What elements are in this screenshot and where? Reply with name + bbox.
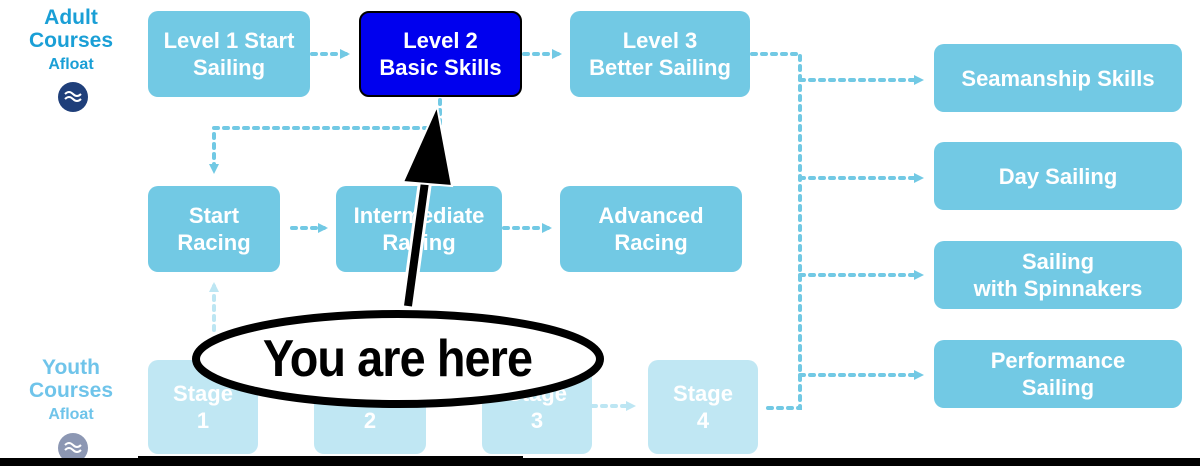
adult-label-line1: Adult: [44, 6, 98, 29]
divider: [138, 456, 523, 459]
course-day-sailing[interactable]: Day Sailing: [934, 142, 1182, 210]
waves-icon: [58, 82, 88, 112]
course-advanced-racing[interactable]: Advanced Racing: [560, 186, 742, 272]
course-start-racing[interactable]: Start Racing: [148, 186, 280, 272]
course-level-2-current[interactable]: Level 2 Basic Skills: [359, 11, 522, 97]
youth-label-line2: Courses: [28, 379, 114, 403]
you-are-here-label: You are here: [262, 330, 533, 388]
course-seamanship-skills[interactable]: Seamanship Skills: [934, 44, 1182, 112]
youth-courses-label: Youth Courses Afloat: [14, 356, 128, 424]
adult-courses-label: Adult Courses Afloat: [14, 6, 128, 74]
course-performance-sailing[interactable]: Performance Sailing: [934, 340, 1182, 408]
youth-stage-1[interactable]: Stage 1: [148, 360, 258, 454]
callout-bubble: [192, 310, 604, 408]
course-sailing-with-spinnakers[interactable]: Sailing with Spinnakers: [934, 241, 1182, 309]
youth-label-line1: Youth: [42, 356, 100, 379]
course-level-3[interactable]: Level 3 Better Sailing: [570, 11, 750, 97]
adult-label-line3: Afloat: [48, 56, 94, 74]
bottom-divider: [0, 458, 1200, 466]
youth-stage-4[interactable]: Stage 4: [648, 360, 758, 454]
youth-label-line3: Afloat: [48, 406, 94, 424]
adult-label-line2: Courses: [28, 29, 114, 53]
pointer-arrow-icon: [401, 102, 454, 307]
course-level-1[interactable]: Level 1 Start Sailing: [148, 11, 310, 97]
